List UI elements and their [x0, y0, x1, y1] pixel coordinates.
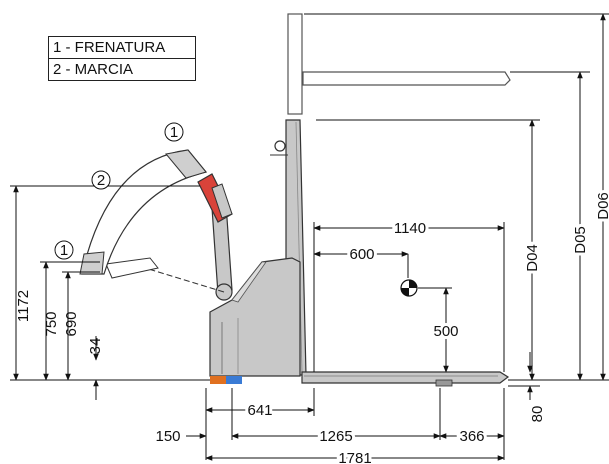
dim-150: 150: [155, 428, 180, 445]
dim-1781: 1781: [338, 450, 371, 464]
dim-641: 641: [247, 402, 272, 419]
dim-600: 600: [349, 246, 374, 263]
svg-text:1: 1: [170, 124, 178, 141]
raised-fork: [302, 71, 511, 86]
load-center-marker: [400, 279, 418, 297]
fork-wheel: [435, 379, 453, 387]
drive-wheel-blue: [226, 376, 242, 384]
dim-500: 500: [433, 323, 458, 340]
svg-text:2: 2: [97, 172, 105, 189]
svg-text:1: 1: [60, 242, 68, 259]
legend-item-drive: 2 - MARCIA: [49, 58, 195, 80]
dim-690: 690: [63, 311, 80, 336]
dim-750: 750: [43, 311, 60, 336]
tiller-horizontal: [105, 257, 159, 279]
lowered-fork: [301, 371, 510, 384]
legend-item-brake: 1 - FRENATURA: [53, 39, 166, 56]
dim-D04: D04: [524, 244, 541, 272]
callout-drive: 2: [91, 170, 111, 190]
legend: 1 - FRENATURA 2 - MARCIA: [48, 36, 196, 81]
callout-brake-top: 1: [164, 122, 184, 142]
operating-zones: [79, 149, 208, 275]
dim-80: 80: [529, 406, 546, 423]
dim-34: 34: [87, 338, 104, 355]
callout-brake-bottom: 1: [54, 240, 74, 260]
dim-366: 366: [459, 428, 484, 445]
dim-D06: D06: [595, 192, 609, 220]
dim-1140: 1140: [394, 220, 426, 237]
drive-wheel: [210, 376, 228, 384]
dim-D05: D05: [572, 226, 589, 254]
dim-1265: 1265: [319, 428, 352, 445]
tiller: [131, 173, 233, 301]
dim-1172: 1172: [15, 290, 32, 322]
